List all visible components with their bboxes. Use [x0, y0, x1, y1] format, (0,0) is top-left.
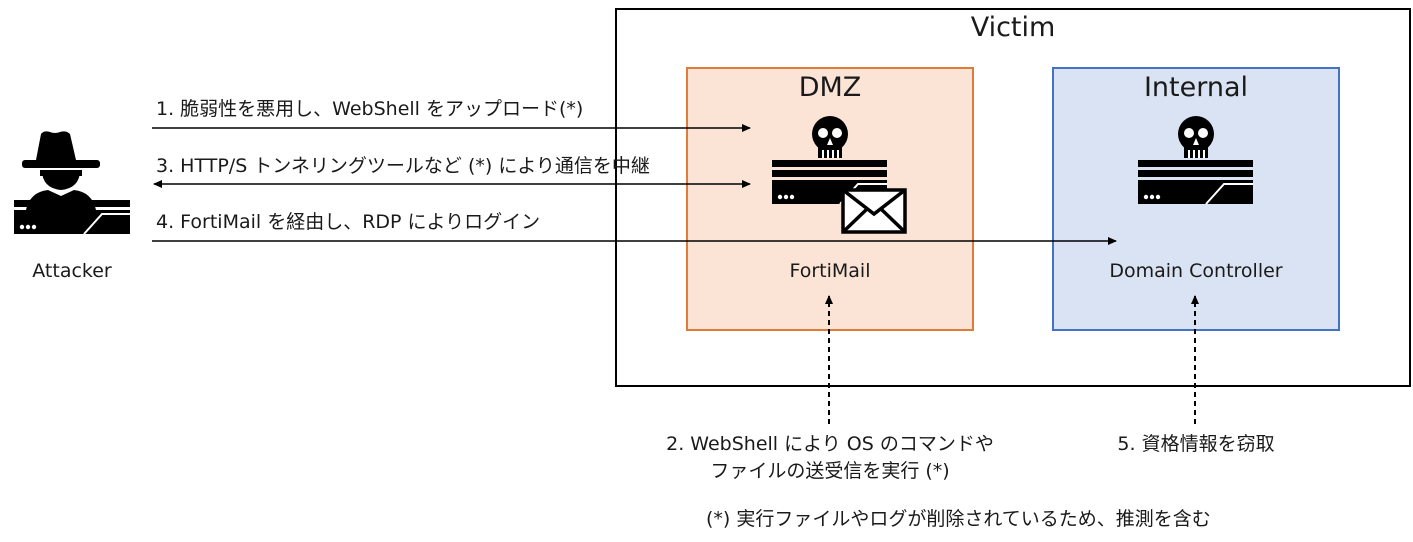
- internal-title: Internal: [1143, 72, 1249, 103]
- victim-title: Victim: [970, 12, 1056, 43]
- envelope-icon: [841, 188, 907, 234]
- step2-label-line2: ファイルの送受信を実行 (*): [710, 460, 950, 482]
- skull-icon: [812, 116, 848, 158]
- step3-label: 3. HTTP/S トンネリングツールなど (*) により通信を中継: [156, 155, 650, 177]
- step2-label-line1: 2. WebShell により OS のコマンドや: [666, 433, 994, 455]
- domain-controller-label: Domain Controller: [1109, 260, 1283, 282]
- footnote: (*) 実行ファイルやログが削除されているため、推測を含む: [706, 508, 1211, 530]
- step1-label: 1. 脆弱性を悪用し、WebShell をアップロード(*): [156, 98, 584, 120]
- fortimail-label: FortiMail: [789, 260, 871, 282]
- step5-label: 5. 資格情報を窃取: [1117, 433, 1275, 455]
- attacker-label: Attacker: [32, 260, 112, 282]
- server-icon: [1138, 160, 1253, 205]
- dmz-title: DMZ: [798, 72, 862, 103]
- hacker-icon: [14, 131, 130, 235]
- step4-label: 4. FortiMail を経由し、RDP によりログイン: [156, 211, 541, 233]
- skull-icon: [1178, 116, 1214, 158]
